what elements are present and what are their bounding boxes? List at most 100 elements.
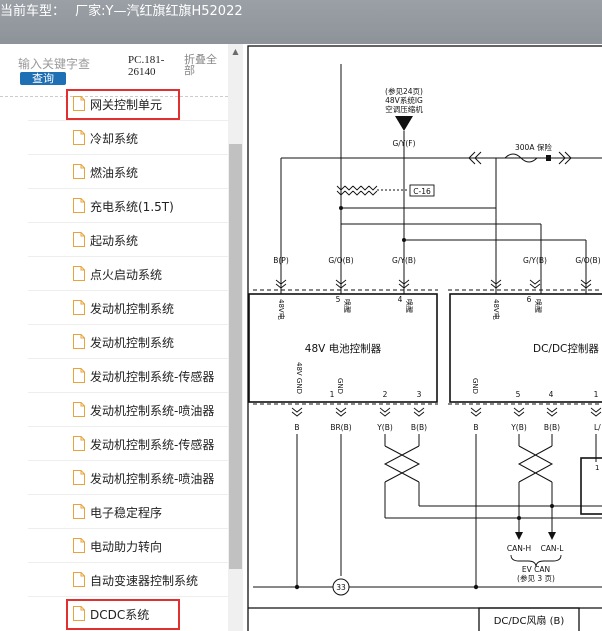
tree-item[interactable]: 发动机控制系统-传感器 xyxy=(28,360,228,393)
scroll-up-icon[interactable]: ▲ xyxy=(232,47,239,56)
sidebar: 查询 PC.181-26140 折叠全部 网关控制单元冷却系统燃油系统充电系统(… xyxy=(0,44,243,631)
document-icon xyxy=(73,470,85,485)
wire-b-2: B xyxy=(473,423,478,432)
tree-item[interactable]: 起动系统 xyxy=(28,224,228,257)
tree-item[interactable]: 网关控制单元 xyxy=(28,88,228,121)
tree-item-label: 燃油系统 xyxy=(90,166,139,180)
document-icon xyxy=(73,368,85,383)
document-icon xyxy=(73,130,85,145)
tree-item[interactable]: 电子稳定程序 xyxy=(28,496,228,529)
document-icon xyxy=(73,198,85,213)
tree-item[interactable]: 点火启动系统 xyxy=(28,258,228,291)
can-l: CAN-L xyxy=(541,544,565,553)
pin-4: 4 xyxy=(398,295,403,304)
box-num: 1 xyxy=(595,464,599,472)
dcdc-controller-label: DC/DC控制器 xyxy=(533,342,599,355)
document-icon xyxy=(73,504,85,519)
tree-item-label: 发动机控制系统 xyxy=(90,302,175,316)
wire-gyb-2: G/Y(B) xyxy=(523,256,547,265)
pin-4-label: 唤醒 xyxy=(405,299,414,313)
can-h: CAN-H xyxy=(507,544,531,553)
current-model-label: 当前车型： xyxy=(0,4,66,19)
scroll-thumb[interactable] xyxy=(229,144,242,569)
document-icon xyxy=(73,538,85,553)
wire-bb-1: B(B) xyxy=(411,423,427,432)
pin-5: 5 xyxy=(336,295,341,304)
wire-bb-2: B(B) xyxy=(544,423,560,432)
fan-label: DC/DC风扇 (B) xyxy=(494,614,565,627)
document-icon xyxy=(73,164,85,179)
tree-item[interactable]: 发动机控制系统 xyxy=(28,326,228,359)
num-4b: 4 xyxy=(549,390,554,399)
ground-point-icon xyxy=(332,578,350,596)
pin-6-label: 唤醒 xyxy=(534,299,543,313)
wire-b-1: B xyxy=(294,423,299,432)
wire-brb: BR(B) xyxy=(330,423,351,432)
highlight-box xyxy=(66,89,180,120)
ground-num: 33 xyxy=(336,583,346,592)
vehicle-title-bar: 当前车型： 厂家:Y—汽红旗红旗H52022 xyxy=(0,0,602,44)
connector-c16: C-16 xyxy=(413,187,431,196)
tree-item[interactable]: 充电系统(1.5T) xyxy=(28,190,228,223)
num-3: 3 xyxy=(417,390,422,399)
num-1: 1 xyxy=(330,390,335,399)
fuse-label: 300A 保险 xyxy=(515,142,552,152)
tree-item-label: 发动机控制系统-传感器 xyxy=(90,438,215,452)
wire-yb-1: Y(B) xyxy=(376,423,393,432)
tree-item[interactable]: DCDC系统 xyxy=(28,598,228,631)
document-icon xyxy=(73,96,85,111)
compressor-arrow-icon xyxy=(395,116,413,131)
collapse-all-button[interactable]: 折叠全部 xyxy=(184,53,217,77)
wire-bp: B(P) xyxy=(273,256,289,265)
battery-controller-box xyxy=(248,293,438,403)
num-5b: 5 xyxy=(516,390,521,399)
wire-gyf: G/Y(F) xyxy=(392,139,415,148)
ref-bottom: (参见 3 页) xyxy=(517,573,555,583)
pin-48v-gnd: 48V GND xyxy=(295,362,303,394)
wiring-diagram: (参见24页) 48V系统IG 空调压缩机 G/Y(F) 300A 保险 C-1… xyxy=(247,45,602,631)
tree-item-label: 点火启动系统 xyxy=(90,268,163,282)
pin-48v-2: 48V电 xyxy=(492,299,501,320)
vehicle-name: 厂家:Y—汽红旗红旗H52022 xyxy=(75,4,243,19)
tree-item-label: 充电系统(1.5T) xyxy=(90,200,174,214)
pin-6: 6 xyxy=(527,295,532,304)
tree-item[interactable]: 发动机控制系统-喷油器 xyxy=(28,462,228,495)
tree-item-label: 发动机控制系统-喷油器 xyxy=(90,472,215,486)
ev-can: EV CAN xyxy=(522,565,550,574)
document-icon xyxy=(73,232,85,247)
tree-item-label: 起动系统 xyxy=(90,234,139,248)
ref-top-3: 空调压缩机 xyxy=(385,104,423,114)
fuse-icon xyxy=(504,153,538,163)
tree-item-label: 发动机控制系统-传感器 xyxy=(90,370,215,384)
tree-item[interactable]: 自动变速器控制系统 xyxy=(28,564,228,597)
document-icon xyxy=(73,436,85,451)
page-code: PC.181-26140 xyxy=(128,54,165,78)
tree-item[interactable]: 燃油系统 xyxy=(28,156,228,189)
ref-top-2: 48V系统IG xyxy=(385,95,423,105)
can-l-arrow-icon xyxy=(548,532,556,540)
tree-item[interactable]: 电动助力转向 xyxy=(28,530,228,563)
tree-item[interactable]: 发动机控制系统 xyxy=(28,292,228,325)
wire-gob-2: G/O(B) xyxy=(575,256,600,265)
document-icon xyxy=(73,334,85,349)
partial-box xyxy=(580,457,602,515)
tree-item-label: 网关控制单元 xyxy=(90,98,163,112)
wire-gyb-1: G/Y(B) xyxy=(392,256,416,265)
wiring-diagram-pane[interactable]: (参见24页) 48V系统IG 空调压缩机 G/Y(F) 300A 保险 C-1… xyxy=(243,44,602,631)
document-icon xyxy=(73,572,85,587)
pin-gnd: GND xyxy=(336,378,344,394)
wire-gob-1: G/O(B) xyxy=(328,256,353,265)
scrollbar[interactable]: ▲ xyxy=(228,44,243,631)
tree-item[interactable]: 发动机控制系统-传感器 xyxy=(28,428,228,461)
ref-top-1: (参见24页) xyxy=(385,86,423,96)
num-1b: 1 xyxy=(594,390,599,399)
search-button[interactable]: 查询 xyxy=(20,72,66,85)
tree-item-label: 发动机控制系统 xyxy=(90,336,175,350)
document-icon xyxy=(73,300,85,315)
tree-item-label: 电子稳定程序 xyxy=(90,506,163,520)
tree-item[interactable]: 发动机控制系统-喷油器 xyxy=(28,394,228,427)
fan-box xyxy=(478,607,580,631)
tree-item[interactable]: 冷却系统 xyxy=(28,122,228,155)
search-input[interactable] xyxy=(18,56,122,72)
can-h-arrow-icon xyxy=(515,532,523,540)
